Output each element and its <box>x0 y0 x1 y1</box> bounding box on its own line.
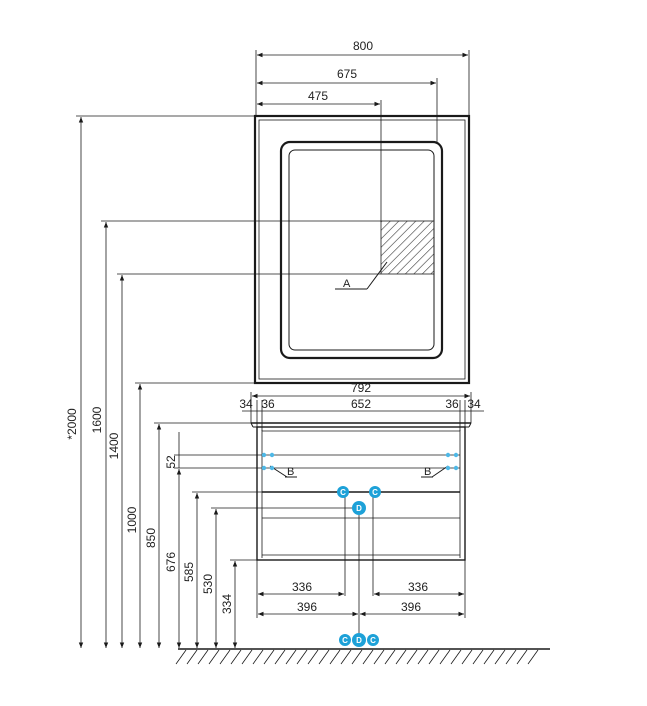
floor-hatch-stroke <box>318 649 330 665</box>
marker-d: D <box>352 501 366 515</box>
dim-label-792: 792 <box>351 381 371 395</box>
marker-c-right: C <box>369 486 381 498</box>
floor-hatch-stroke <box>175 649 187 665</box>
svg-text:C: C <box>370 636 376 645</box>
floor-hatch-stroke <box>516 649 528 665</box>
svg-text:D: D <box>356 636 362 645</box>
floor-hatch-stroke <box>296 649 308 665</box>
vdim-label-585: 585 <box>182 562 196 582</box>
mirror-panel-outer <box>279 140 444 360</box>
marker-c-left: C <box>337 486 349 498</box>
floor-hatch-stroke <box>197 649 209 665</box>
dim-label-675: 675 <box>337 67 357 81</box>
floor-hatch-stroke <box>373 649 385 665</box>
svg-text:C: C <box>340 488 346 497</box>
floor-hatch-stroke <box>274 649 286 665</box>
connection-markers: C C D C D C <box>337 486 381 647</box>
floor-hatch-stroke <box>263 649 275 665</box>
anchor-dot <box>261 465 267 471</box>
vdim-label-1600: 1600 <box>90 406 104 433</box>
floor-hatch-stroke <box>406 649 418 665</box>
anchor-dot <box>453 452 459 458</box>
anchor-dot <box>269 465 275 471</box>
mirror-hatched-zone <box>380 220 435 275</box>
floor-hatch-stroke <box>395 649 407 665</box>
marker-c-floor-right: C <box>367 634 379 646</box>
floor-hatch-stroke <box>285 649 297 665</box>
anchor-dots <box>261 452 459 471</box>
floor-hatch-stroke <box>428 649 440 665</box>
floor-hatch-stroke <box>307 649 319 665</box>
vdim-label-530: 530 <box>201 574 215 594</box>
cabinet-body <box>256 426 466 561</box>
dim-label-36-left: 36 <box>261 397 275 411</box>
top-dimension-labels: 800 675 475 792 34 36 652 36 34 336 336 … <box>239 39 481 614</box>
callout-a-label: A <box>343 278 351 290</box>
floor-hatch-stroke <box>241 649 253 665</box>
dim-label-34-right: 34 <box>467 397 481 411</box>
callout-labels: A B B <box>287 278 431 478</box>
marker-c-floor-left: C <box>339 634 351 646</box>
floor-hatch-stroke <box>351 649 363 665</box>
floor-hatch-stroke <box>230 649 242 665</box>
vertical-dimension-labels: *2000 1600 1400 1000 850 52 676 585 530 … <box>65 406 234 614</box>
floor-hatch-stroke <box>450 649 462 665</box>
floor-hatch-stroke <box>494 649 506 665</box>
floor-hatch-stroke <box>340 649 352 665</box>
callout-a-leader <box>366 261 388 290</box>
svg-text:C: C <box>372 488 378 497</box>
vdim-label-2000: *2000 <box>65 408 79 440</box>
floor-hatch-stroke <box>362 649 374 665</box>
svg-text:D: D <box>356 504 362 513</box>
floor-hatch-stroke <box>329 649 341 665</box>
floor-hatching <box>175 649 539 665</box>
mirror-frame-inner <box>258 119 466 380</box>
floor-hatch-stroke <box>527 649 539 665</box>
callout-b-left-label: B <box>287 466 294 478</box>
dim-label-652: 652 <box>351 397 371 411</box>
floor-hatch-stroke <box>417 649 429 665</box>
floor-hatch-stroke <box>439 649 451 665</box>
vdim-label-850: 850 <box>144 528 158 548</box>
floor-hatch-stroke <box>505 649 517 665</box>
floor-hatch-stroke <box>384 649 396 665</box>
vdim-label-52: 52 <box>164 455 178 469</box>
dim-label-396-left: 396 <box>297 600 317 614</box>
dim-label-336-left: 336 <box>292 580 312 594</box>
callout-b-right-leader <box>431 465 449 478</box>
floor-hatch-stroke <box>483 649 495 665</box>
floor-hatch-stroke <box>219 649 231 665</box>
anchor-dot <box>453 465 459 471</box>
vdim-label-676: 676 <box>164 552 178 572</box>
anchor-dot <box>445 465 451 471</box>
vdim-label-334: 334 <box>220 594 234 614</box>
dim-label-36-right: 36 <box>445 397 459 411</box>
dim-label-336-right: 336 <box>408 580 428 594</box>
dim-label-800: 800 <box>353 39 373 53</box>
floor-hatch-stroke <box>472 649 484 665</box>
anchor-dot <box>269 452 275 458</box>
floor-hatch-stroke <box>186 649 198 665</box>
floor-hatch-stroke <box>252 649 264 665</box>
vdim-label-1000: 1000 <box>125 506 139 533</box>
floor-hatch-stroke <box>208 649 220 665</box>
dim-label-475: 475 <box>308 89 328 103</box>
anchor-dot <box>445 452 451 458</box>
dim-label-396-right: 396 <box>401 600 421 614</box>
callout-b-right-label: B <box>424 466 431 478</box>
mirror-frame-outer <box>253 114 471 385</box>
anchor-dot <box>261 452 267 458</box>
vdim-label-1400: 1400 <box>107 432 121 459</box>
dim-label-34-left: 34 <box>239 397 253 411</box>
floor-hatch-stroke <box>461 649 473 665</box>
marker-d-floor: D <box>352 633 366 647</box>
svg-text:C: C <box>342 636 348 645</box>
